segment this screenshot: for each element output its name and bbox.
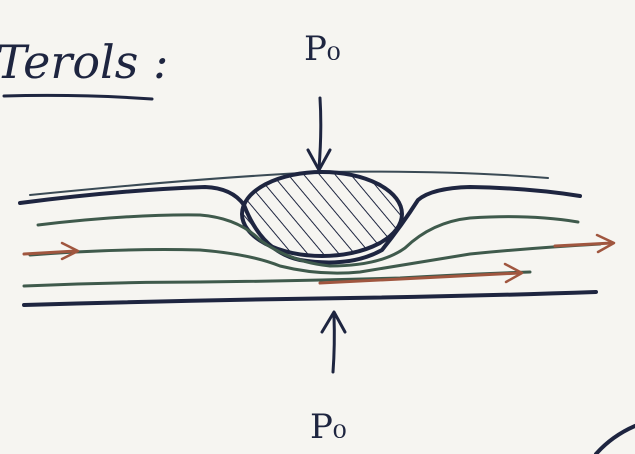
top-pressure-label: P₀ [304,29,341,69]
streamline-3 [24,272,530,286]
flow-arrow-left-icon [24,243,78,259]
heading-underline [4,95,152,99]
down-arrow-icon [308,98,330,170]
lower-wall [24,292,596,305]
bottom-pressure-label: P₀ [310,407,347,447]
corner-stroke [596,426,635,454]
page-heading: Terols : [0,35,168,89]
up-arrow-icon [322,312,345,372]
flow-arrow-right-icon [555,235,614,252]
